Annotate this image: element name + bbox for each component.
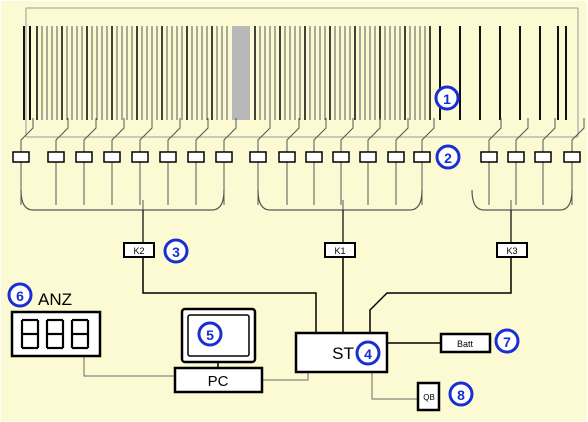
sensor-module-12: [332, 151, 350, 163]
sensor-feeder-5: [139, 118, 153, 152]
sensor-module-9: [249, 151, 267, 163]
sensor-module-7: [187, 151, 205, 163]
sensor-feeder-7: [195, 118, 209, 152]
sensor-module-15: [413, 151, 431, 163]
coupler-k1-label: K1: [334, 246, 345, 256]
sensor-module-3: [75, 151, 93, 163]
callout-badge-4: 4: [355, 340, 381, 366]
sensor-module-6: [159, 151, 177, 163]
callout-badge-7-number: 7: [503, 334, 511, 350]
sensor-feeder-2: [55, 118, 69, 152]
controller-st-label: ST: [332, 344, 354, 363]
bus-right: [471, 189, 573, 211]
sensor-feeder-12: [340, 118, 354, 152]
sensor-feeder-11: [313, 118, 327, 152]
vertical-poles: [23, 26, 567, 120]
sensor-module-11: [305, 151, 323, 163]
sensor-feeder-16: [488, 118, 502, 152]
sensor-feeder-4: [111, 118, 125, 152]
bus-left: [20, 189, 225, 211]
coupler-k2-label: K2: [133, 246, 144, 256]
coupler-k3: K3: [496, 242, 528, 258]
pc-label: PC: [208, 373, 229, 390]
callout-badge-6: 6: [7, 282, 33, 308]
callout-badge-8: 8: [448, 381, 474, 407]
callout-badge-6-number: 6: [16, 288, 24, 304]
bus-middle: [257, 189, 423, 211]
sensor-feeder-9: [257, 118, 271, 152]
callout-badge-3-number: 3: [172, 244, 180, 260]
sensor-module-19: [563, 151, 581, 163]
sensor-feeder-lines: [20, 118, 585, 205]
display-anz: ANZ: [10, 290, 102, 358]
qb-label: QB: [423, 393, 435, 402]
callout-badge-5: 5: [197, 321, 223, 347]
battery-unit: Batt: [439, 332, 492, 354]
sensor-module-10: [278, 151, 296, 163]
sensor-feeder-8: [223, 118, 237, 152]
sensor-module-4: [103, 151, 121, 163]
sensor-feeder-17: [515, 118, 529, 152]
callout-badge-2: 2: [435, 144, 461, 170]
sensor-modules: [12, 151, 581, 163]
callout-badge-5-number: 5: [206, 327, 214, 343]
display-label: ANZ: [38, 290, 72, 309]
sensor-module-2: [47, 151, 65, 163]
callout-badges: 1 2 3 4 5 6 7 8: [7, 85, 520, 407]
sensor-module-17: [507, 151, 525, 163]
sensor-feeder-18: [542, 118, 556, 152]
sensor-module-18: [534, 151, 552, 163]
callout-badge-1-number: 1: [443, 91, 451, 107]
seven-segment-digits: [20, 318, 90, 350]
sensor-module-16: [480, 151, 498, 163]
sensor-module-13: [359, 151, 377, 163]
sensor-feeder-14: [395, 118, 409, 152]
callout-badge-8-number: 8: [457, 387, 465, 403]
sensor-feeder-3: [83, 118, 97, 152]
coupler-k2: K2: [123, 242, 155, 258]
callout-badge-1: 1: [434, 85, 460, 111]
rail-frame: [25, 7, 579, 138]
sensor-module-5: [131, 151, 149, 163]
highlighted-segment: [232, 26, 250, 120]
callout-badge-3: 3: [163, 238, 189, 264]
sensor-feeder-13: [367, 118, 381, 152]
battery-label: Batt: [457, 339, 474, 349]
sensor-module-1: [12, 151, 30, 163]
callout-badge-2-number: 2: [444, 150, 452, 166]
sensor-feeder-10: [286, 118, 300, 152]
sensor-feeder-6: [167, 118, 181, 152]
coupler-k1: K1: [324, 242, 356, 258]
callout-badge-4-number: 4: [364, 346, 372, 362]
coupler-k3-label: K3: [506, 246, 517, 256]
sensor-module-14: [387, 151, 405, 163]
sensor-module-8: [215, 151, 233, 163]
qb-unit: QB: [416, 381, 441, 412]
sensor-feeder-1: [20, 118, 34, 152]
collector-buses: [20, 189, 573, 211]
callout-badge-7: 7: [494, 328, 520, 354]
sensor-feeder-19: [571, 118, 585, 152]
pc-unit: PC: [173, 366, 264, 394]
sensor-feeder-15: [421, 118, 435, 152]
